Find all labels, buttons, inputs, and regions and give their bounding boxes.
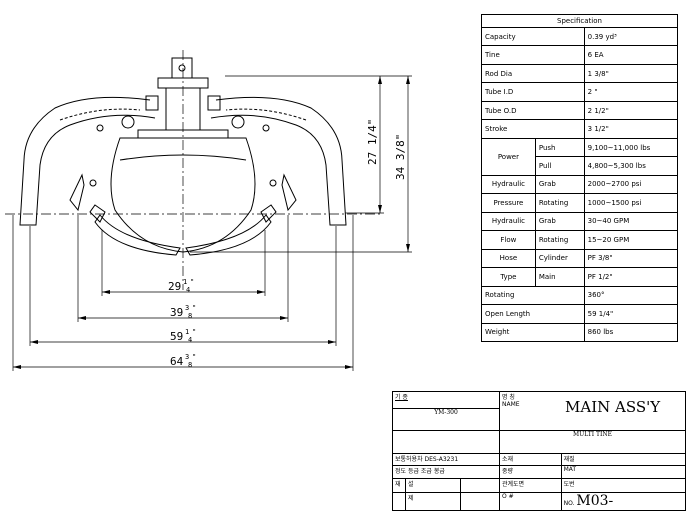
svg-text:": " [192,328,196,336]
center-bowl [110,137,256,253]
dim-27: 27 1/4" [366,119,379,165]
left-inner-tine [69,173,85,212]
mount-pin-icon [178,64,186,72]
left-cylinder-pin-icon [89,179,97,187]
svg-text:8: 8 [188,361,192,369]
dim-34: 34 3/8" [394,134,407,180]
svg-text:": " [192,353,196,361]
right-cylinder-pin-icon [269,179,277,187]
dim-29: 29 [168,280,181,293]
right-pin-icon [231,115,245,129]
svg-text:": " [192,304,196,312]
grade-line: 정도 등급 조급 봉급 [392,465,500,479]
model-number: YM-300 [392,407,500,432]
horizontal-dimensions [12,215,354,371]
svg-text:1: 1 [183,278,187,286]
spec-title: Specification [481,14,678,28]
drawing-name: MULTI TINE [499,430,686,455]
svg-text:3: 3 [185,353,189,361]
model-label: 기 종 [395,394,408,401]
dim-59: 59 [170,330,183,343]
svg-text:4: 4 [186,286,190,294]
vertical-dimensions [190,75,412,253]
top-mount [171,57,193,79]
title-main: MAIN ASS'Y [565,398,661,416]
svg-text:": " [190,278,194,286]
right-finger [185,214,272,256]
svg-text:3: 3 [185,304,189,312]
title-block: 기 종 명 칭 NAME YM-300 MULTI TINE 보통허용차 DES… [392,390,686,511]
left-arm [19,96,156,226]
svg-text:1: 1 [185,328,189,336]
right-inner-tine [281,173,297,212]
standard-line: 보통허용차 DES-A3231 [392,453,500,467]
dim-39: 39 [170,306,183,319]
right-arm [210,96,347,226]
drawing-number: M03- [576,493,614,510]
left-pin-icon [121,115,135,129]
svg-text:8: 8 [188,312,192,320]
dim-64: 64 [170,355,184,368]
left-finger [94,214,181,256]
svg-text:4: 4 [188,336,192,344]
